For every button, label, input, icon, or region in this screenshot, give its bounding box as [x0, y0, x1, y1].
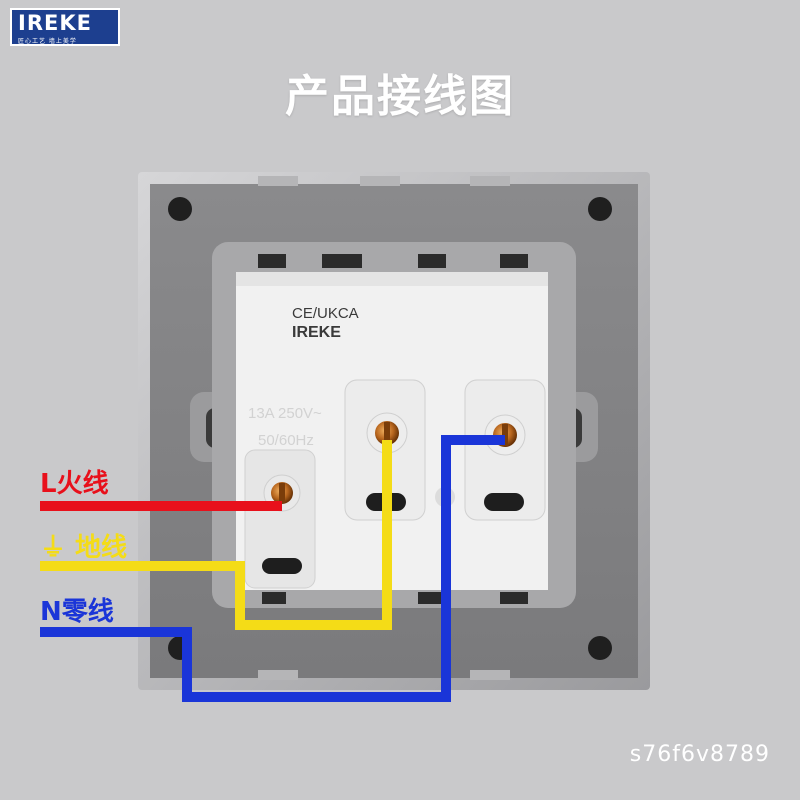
screw-hole [588, 197, 612, 221]
brand-tagline: 匠心工艺 墙上美学 [18, 38, 77, 45]
label-live-wire: L火线 [40, 469, 109, 499]
brand-logo-text: IREKE [18, 11, 92, 35]
wire-earth [40, 440, 392, 630]
wire-neutral [40, 435, 505, 702]
screw-hole [168, 197, 192, 221]
live-terminal [244, 449, 316, 589]
module-frequency: 50/60Hz [258, 432, 314, 449]
screw-hole [588, 636, 612, 660]
module-cert: CE/UKCA [292, 305, 359, 322]
label-earth-wire: ⏚ 地线 [40, 533, 128, 563]
watermark: s76f6v8789 [629, 742, 770, 767]
module-brand: IREKE [292, 324, 341, 341]
label-neutral-wire: N零线 [40, 597, 114, 627]
page-title: 产品接线图 [285, 71, 515, 122]
neutral-terminal [464, 379, 546, 521]
brand-logo: IREKE 匠心工艺 墙上美学 [10, 8, 120, 46]
module-rating: 13A 250V~ [248, 405, 322, 422]
